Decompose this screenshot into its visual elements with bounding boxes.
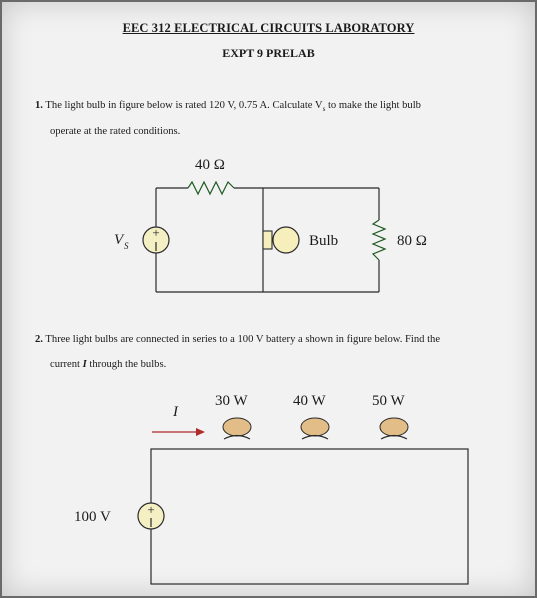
question-2-number: 2. [35,334,43,345]
bulb-50w-label: 50 W [372,393,405,409]
question-1-line-2: operate at the rated conditions. [50,126,181,137]
bulb-label: Bulb [309,233,338,249]
resistor-40-ohm-icon [187,180,235,196]
document-title: EEC 312 ELECTRICAL CIRCUITS LABORATORY [122,21,415,35]
bulb-50w-icon [379,417,409,440]
light-bulb-icon [262,226,300,254]
current-arrow-icon [152,428,205,436]
question-2-text-a: Three light bulbs are connected in serie… [45,334,441,345]
document-subtitle: EXPT 9 PRELAB [222,46,315,60]
resistor-80-ohm-label: 80 Ω [397,233,427,249]
question-1-number: 1. [35,100,43,111]
question-1-line-1: 1. The light bulb in figure below is rat… [35,100,421,113]
question-2-line-1: 2. Three light bulbs are connected in se… [35,334,440,345]
battery-icon: + [137,502,165,530]
source-subscript: S [124,241,129,251]
bulb-40w-label: 40 W [293,393,326,409]
bulb-40w-icon [300,417,330,440]
question-2-current-var: I [82,359,87,370]
battery-label: 100 V [74,509,111,525]
question-2-text-pre: current [50,359,83,370]
svg-text:+: + [147,502,154,517]
question-1-text-b: to make the light bulb [325,100,421,111]
voltage-source-icon: + [142,225,170,254]
question-2-line-2: current I through the bulbs. [50,359,166,370]
source-label: V [114,232,125,248]
resistor-80-ohm-icon [371,219,387,261]
question-1-text-a: The light bulb in figure below is rated … [45,100,323,111]
bulb-30w-icon [222,417,252,440]
circuit-2-wire-loop [150,448,469,585]
resistor-40-ohm-label: 40 Ω [195,157,225,173]
question-1-subscript: s [322,105,326,114]
current-label: I [172,404,179,420]
question-2-text-post: through the bulbs. [86,359,167,370]
bulb-30w-label: 30 W [215,393,248,409]
svg-text:+: + [152,225,159,240]
